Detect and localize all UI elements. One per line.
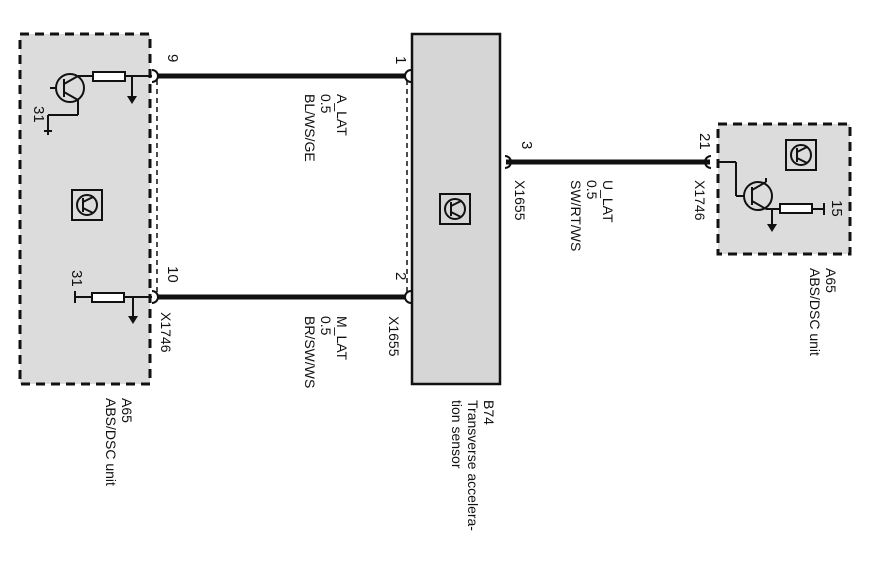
connector-x1746-right: X1746 — [692, 180, 708, 221]
connector-x1746-left: X1746 — [158, 312, 174, 353]
pin-21-label: 21 — [696, 133, 713, 150]
pin-1-label: 1 — [392, 56, 409, 64]
pin-9-label: 9 — [164, 54, 181, 62]
module-right-name: ABS/DSC unit — [807, 268, 823, 356]
wire-right-color: SW/RT/WS — [568, 180, 584, 251]
transistor-symbol-icon — [718, 161, 780, 232]
wire-right-size: 0.5 — [584, 180, 600, 200]
resistor-icon — [92, 71, 152, 104]
module-right-box[interactable] — [716, 122, 852, 256]
wire-bottom-color: BR/SW/WS — [302, 316, 318, 388]
sensor-code: B74 — [481, 400, 497, 425]
supply-15-label: 15 — [828, 200, 845, 217]
resistor-icon — [74, 291, 152, 324]
wire-top-size: 0.5 — [318, 94, 334, 114]
pin-3-label: 3 — [518, 141, 535, 149]
resistor-icon — [779, 203, 825, 215]
wire-top-color: BL/WS/GE — [302, 94, 318, 162]
wire-bottom-signal: M_LAT — [334, 316, 350, 361]
connector-arc — [151, 290, 159, 304]
pin-10-label: 10 — [164, 266, 181, 283]
module-left-code: A65 — [119, 398, 135, 423]
connector-x1655-right: X1655 — [512, 180, 528, 221]
ground-label-bottom: 31 — [68, 270, 85, 287]
wire-bottom-size: 0.5 — [318, 316, 334, 336]
wire-top-signal: A_LAT — [334, 94, 350, 136]
connector-arc — [704, 155, 712, 169]
connector-x1655-left: X1655 — [386, 316, 402, 357]
connector-arc — [504, 155, 512, 169]
module-left-icon — [71, 189, 103, 221]
pin-2-label: 2 — [392, 272, 409, 280]
connector-arc — [151, 69, 159, 83]
transistor-symbol-icon — [44, 73, 92, 135]
sensor-icon — [439, 193, 471, 225]
module-left-name: ABS/DSC unit — [103, 398, 119, 486]
ground-label-top: 31 — [30, 106, 47, 123]
sensor-name-line1: Transverse accelera- — [465, 400, 481, 531]
wire-right-signal: U_LAT — [600, 180, 616, 223]
connector-arc — [404, 290, 412, 304]
sensor-name-line2: tion sensor — [449, 400, 465, 469]
module-right-code: A65 — [823, 268, 839, 293]
connector-arc — [404, 69, 412, 83]
module-right-icon — [785, 139, 817, 171]
